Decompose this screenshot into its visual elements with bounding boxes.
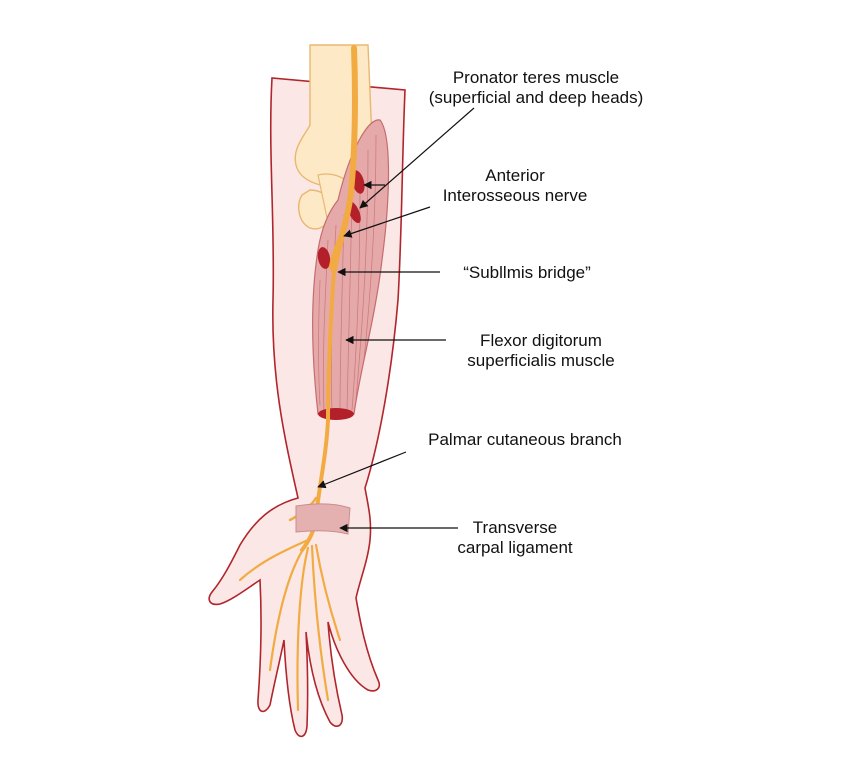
sublimis-cut (317, 247, 331, 269)
label-flexor-digitorum: Flexor digitorum superficialis muscle (467, 331, 614, 371)
label-transverse-carpal-line2: carpal ligament (457, 538, 573, 557)
label-pronator-teres-line2: (superficial and deep heads) (428, 88, 644, 107)
interosseous-arrow (343, 206, 431, 238)
label-anterior-interosseous-line2: Interosseous nerve (442, 186, 588, 205)
label-anterior-interosseous: Anterior Interosseous nerve (443, 166, 588, 206)
label-pronator-teres: Pronator teres muscle (superficial and d… (429, 68, 644, 108)
pointer-lines (317, 107, 475, 533)
label-palmar-cutaneous-line1: Palmar cutaneous branch (428, 430, 622, 449)
label-anterior-interosseous-line1: Anterior (485, 166, 545, 185)
label-transverse-carpal: Transverse carpal ligament (457, 518, 572, 558)
transverse-carpal-ligament (295, 503, 351, 535)
label-sublimis-bridge-line1: “Subllmis bridge” (463, 263, 591, 282)
label-flexor-digitorum-line1: Flexor digitorum (480, 331, 602, 350)
label-pronator-teres-line1: Pronator teres muscle (452, 68, 620, 87)
pronator-teres-arrow (359, 107, 475, 209)
palmar-cutaneous-arrow (317, 451, 407, 489)
label-transverse-carpal-line1: Transverse (472, 518, 558, 537)
label-flexor-digitorum-line2: superficialis muscle (467, 351, 615, 370)
label-palmar-cutaneous: Palmar cutaneous branch (428, 430, 622, 450)
label-sublimis-bridge: “Subllmis bridge” (463, 263, 591, 283)
muscle-cut-end (318, 408, 354, 420)
